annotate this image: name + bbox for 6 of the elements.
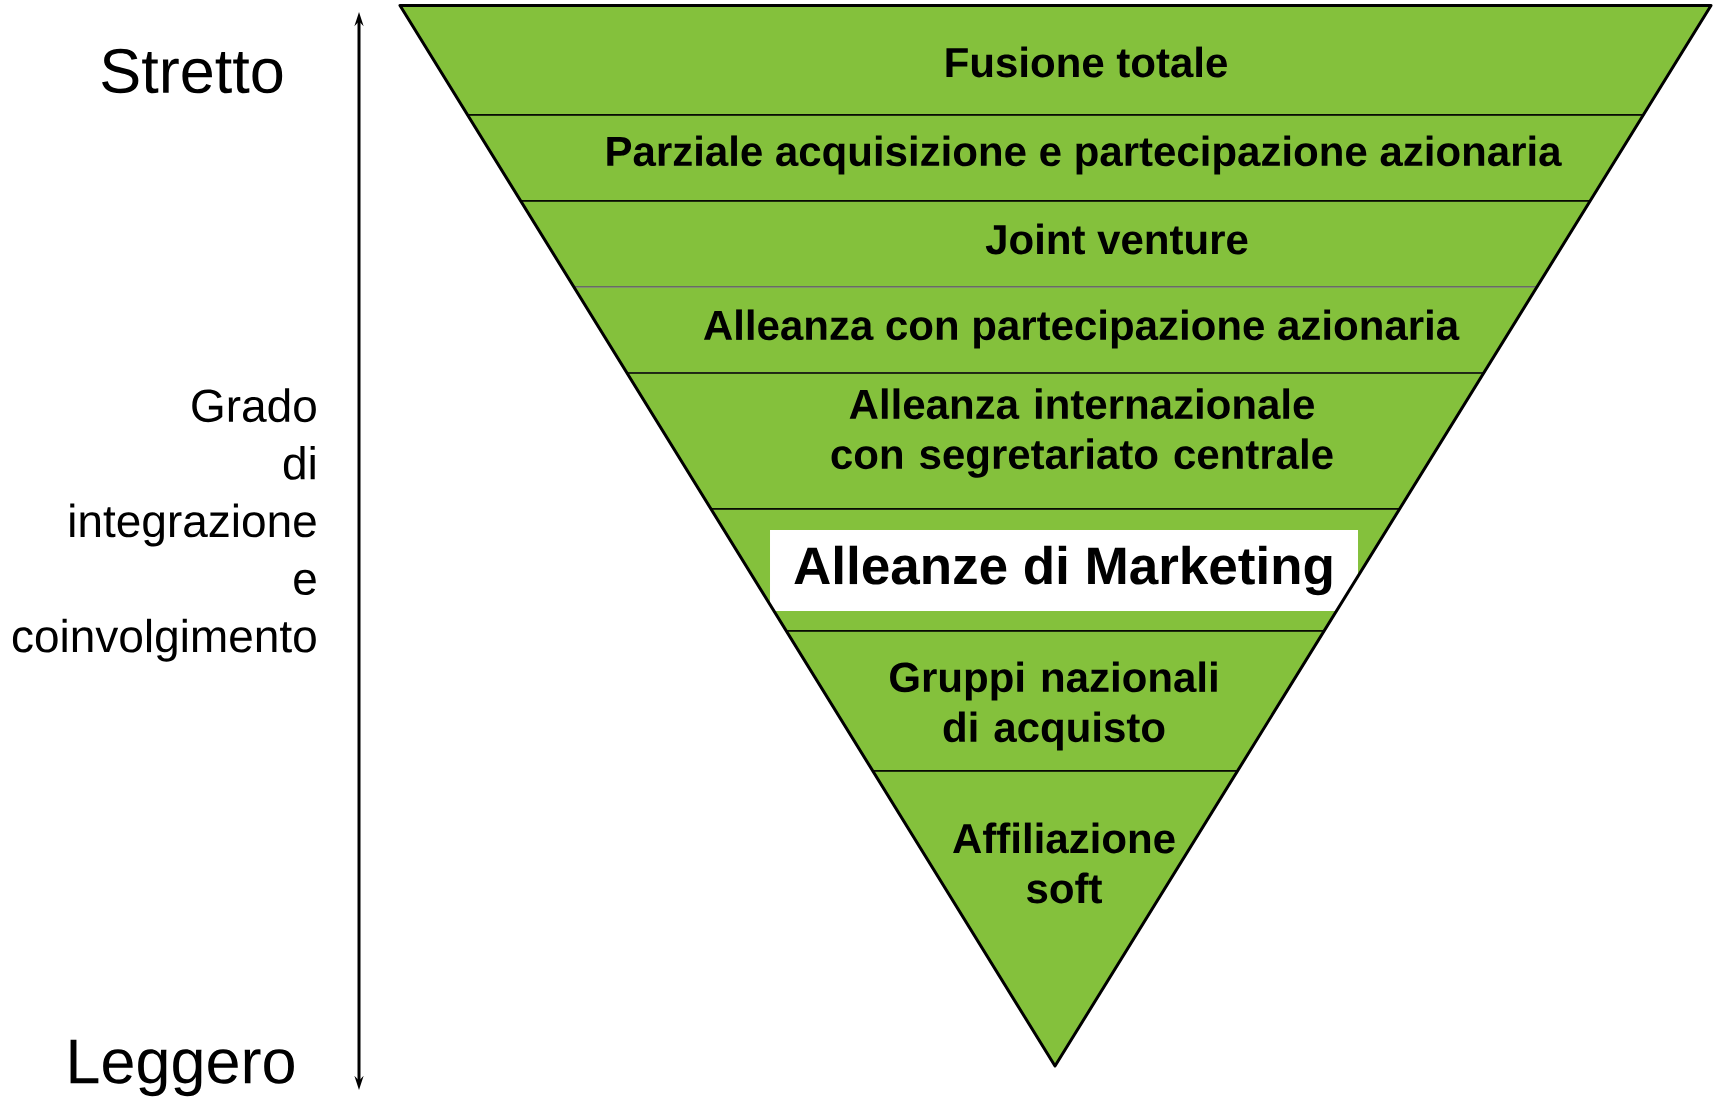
pyramid-band: Joint venture: [519, 200, 1592, 288]
pyramid-band: Parziale acquisizione e partecipazione azionaria: [466, 114, 1645, 202]
scale-end-label: Leggero: [70, 1039, 294, 1097]
node-label: Fusione totale: [946, 46, 1227, 78]
axis-label: Grado di integrazione e coinvolgimento: [12, 388, 316, 662]
scale-end-label: Stretto: [102, 48, 283, 94]
